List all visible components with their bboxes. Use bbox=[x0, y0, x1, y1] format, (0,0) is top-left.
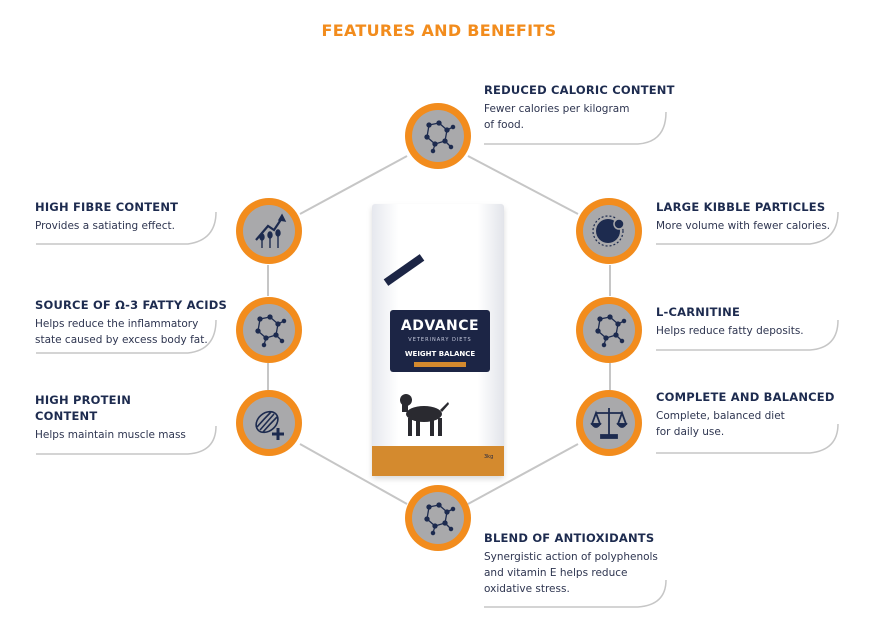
brand-subtitle: VETERINARY DIETS bbox=[408, 337, 472, 343]
feature-omega3: SOURCE OF Ω-3 FATTY ACIDS Helps reduce t… bbox=[35, 297, 227, 348]
product-variant: WEIGHT BALANCE bbox=[404, 350, 476, 358]
l-carnitine-molecule-icon bbox=[576, 297, 642, 363]
feature-text: of food. bbox=[484, 119, 525, 131]
feature-complete-balanced: COMPLETE AND BALANCED Complete, balanced… bbox=[656, 389, 835, 440]
feature-text: for daily use. bbox=[656, 426, 725, 438]
feature-text: state caused by excess body fat. bbox=[35, 334, 208, 346]
feature-text: oxidative stress. bbox=[484, 583, 570, 595]
feature-l-carnitine: L-CARNITINE Helps reduce fatty deposits. bbox=[656, 304, 804, 339]
feature-large-kibble: LARGE KIBBLE PARTICLES More volume with … bbox=[656, 199, 830, 234]
kibble-icon bbox=[576, 198, 642, 264]
feature-title: REDUCED CALORIC CONTENT bbox=[484, 83, 675, 97]
feature-title: HIGH FIBRE CONTENT bbox=[35, 200, 179, 214]
feature-text: Fewer calories per kilogram bbox=[484, 103, 630, 115]
omega3-molecule-icon bbox=[236, 297, 302, 363]
feature-text: More volume with fewer calories. bbox=[656, 220, 831, 232]
muscle-plus-icon bbox=[236, 390, 302, 456]
feature-text: Helps reduce the inflammatory bbox=[35, 318, 199, 330]
feature-title: LARGE KIBBLE PARTICLES bbox=[656, 200, 826, 214]
product-weight: 3kg bbox=[484, 454, 494, 460]
feature-title: L-CARNITINE bbox=[656, 305, 741, 319]
feature-high-fibre: HIGH FIBRE CONTENT Provides a satiating … bbox=[35, 199, 178, 234]
feature-text: Complete, balanced diet bbox=[656, 410, 785, 422]
feature-text: and vitamin E helps reduce bbox=[484, 567, 628, 579]
feature-text: Helps reduce fatty deposits. bbox=[656, 325, 804, 337]
product-bag-image: ADVANCE VETERINARY DIETS WEIGHT BALANCE … bbox=[372, 204, 504, 476]
feature-text: Synergistic action of polyphenols bbox=[484, 551, 658, 563]
feature-title: COMPLETE AND BALANCED bbox=[656, 390, 835, 404]
page-title: FEATURES AND BENEFITS bbox=[321, 21, 557, 40]
reduced-caloric-molecule-icon bbox=[405, 103, 471, 169]
dog-illustration bbox=[400, 394, 449, 436]
scale-icon bbox=[576, 390, 642, 456]
feature-title: SOURCE OF Ω-3 FATTY ACIDS bbox=[35, 298, 228, 312]
antioxidants-molecule-icon bbox=[405, 485, 471, 551]
fibre-wheat-icon bbox=[236, 198, 302, 264]
feature-title: BLEND OF ANTIOXIDANTS bbox=[484, 531, 655, 545]
feature-text: Helps maintain muscle mass bbox=[35, 429, 186, 441]
feature-antioxidants: BLEND OF ANTIOXIDANTS Synergistic action… bbox=[484, 530, 658, 597]
feature-reduced-caloric: REDUCED CALORIC CONTENT Fewer calories p… bbox=[484, 82, 675, 133]
feature-text: Provides a satiating effect. bbox=[35, 220, 175, 232]
brand-logo: ADVANCE bbox=[400, 318, 480, 334]
brand-panel: ADVANCE VETERINARY DIETS WEIGHT BALANCE bbox=[390, 310, 490, 372]
